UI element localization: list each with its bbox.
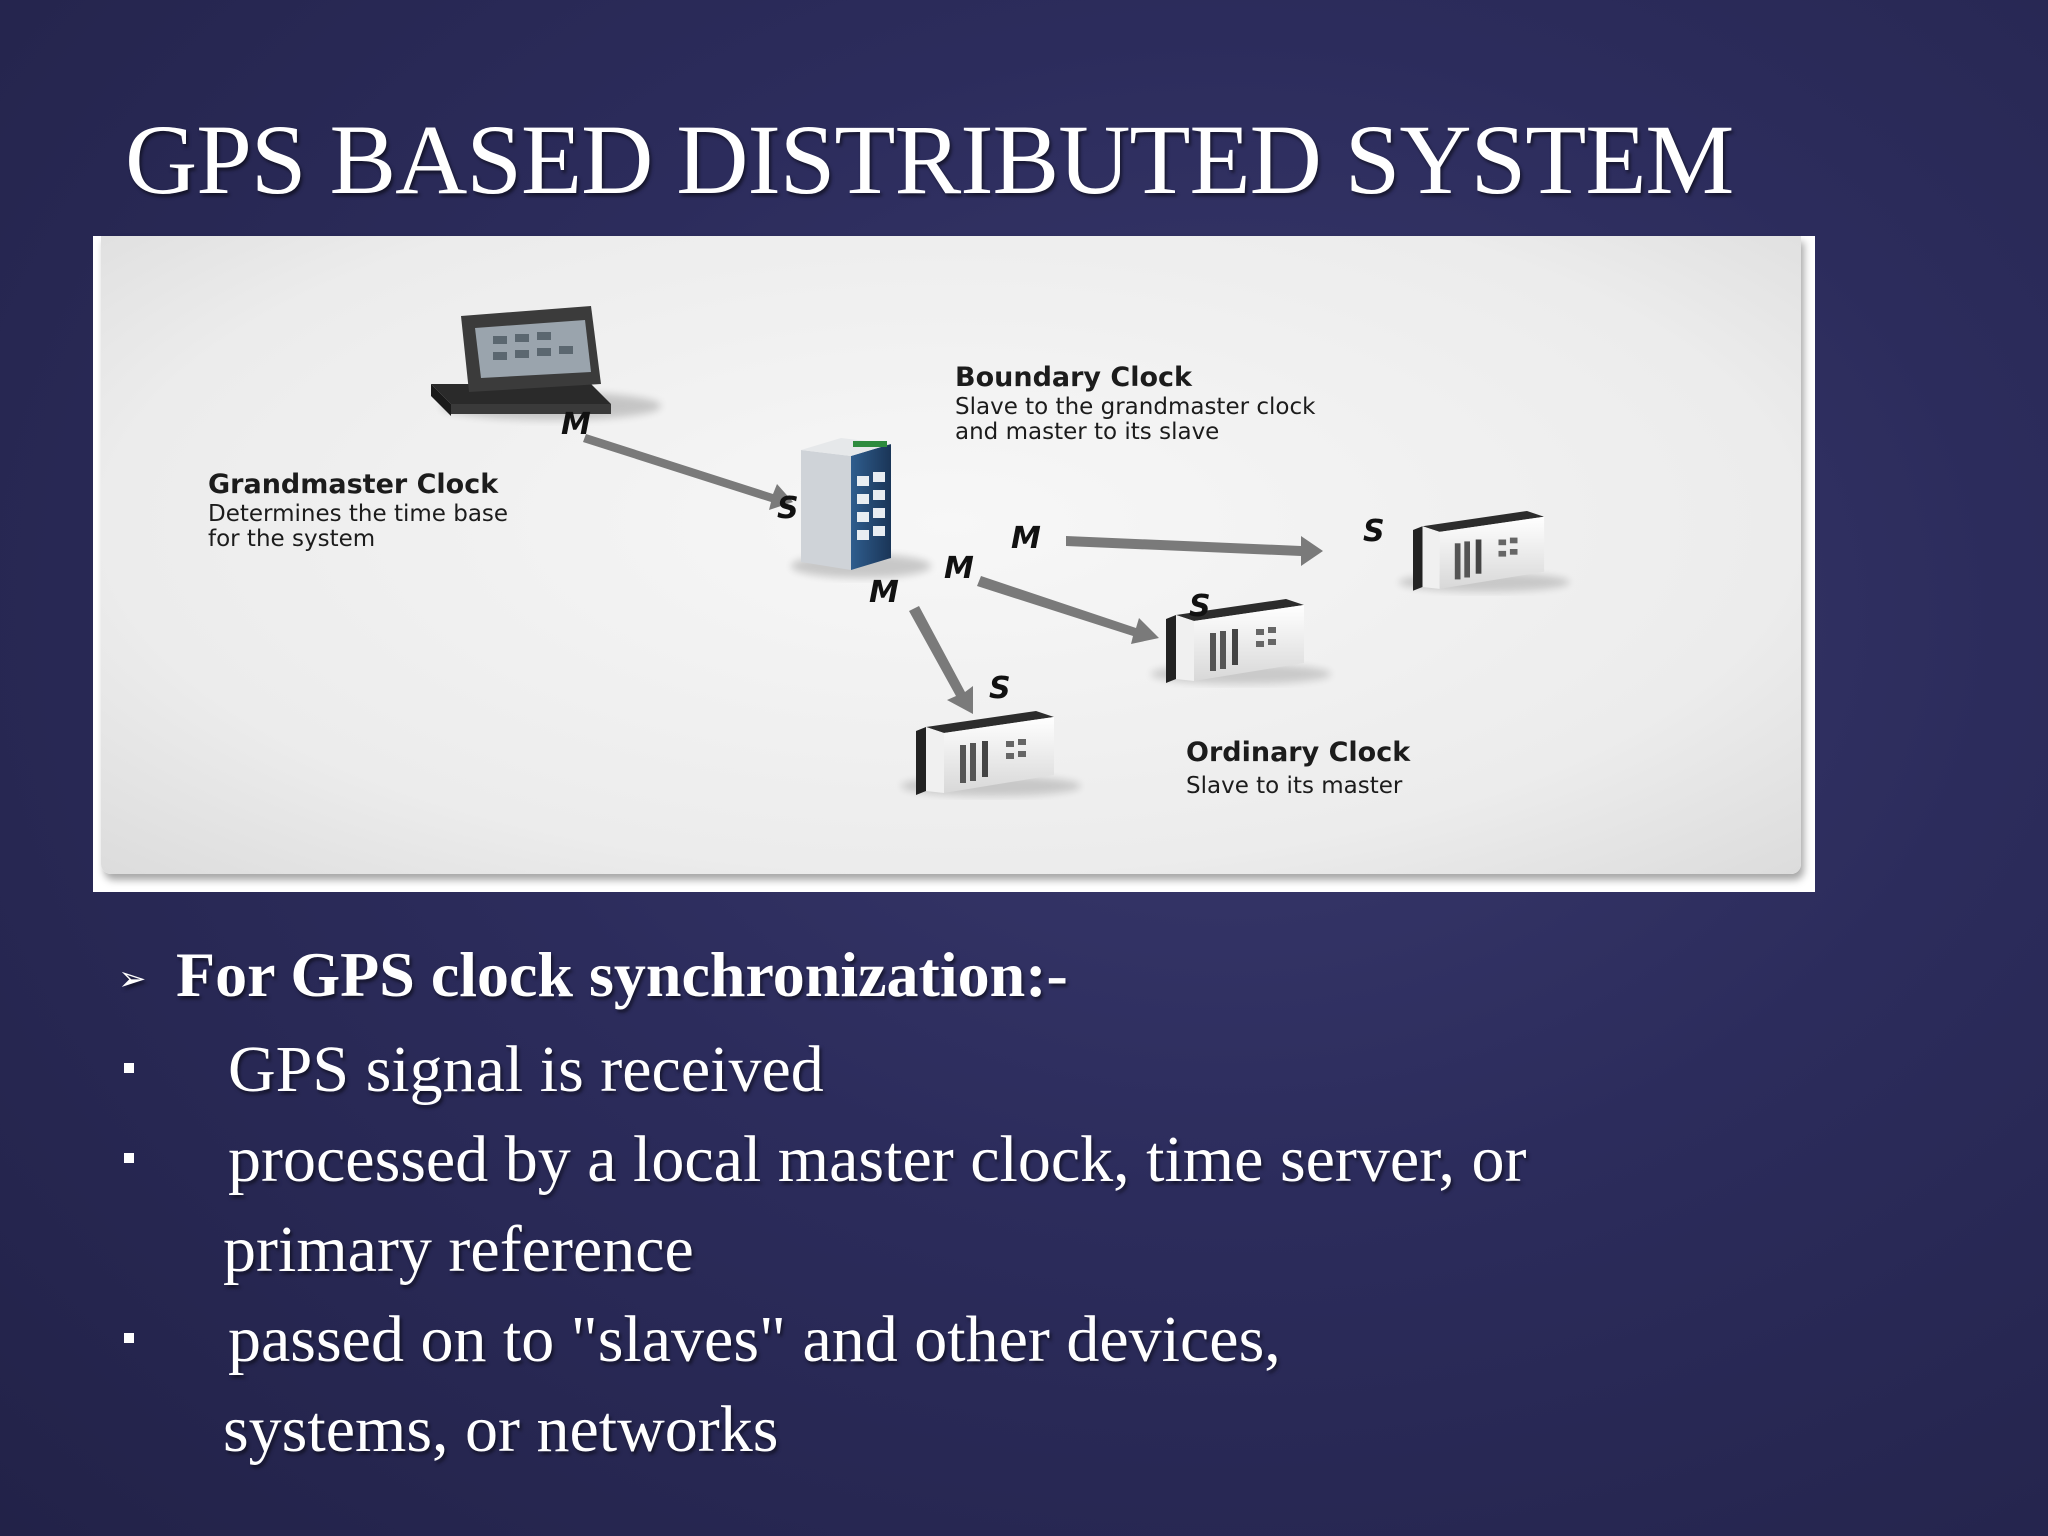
arrow-icon bbox=[909, 606, 973, 714]
arrow-icon bbox=[583, 434, 793, 510]
ordinary-clock-device-icon bbox=[1398, 511, 1570, 592]
arrow-icon bbox=[977, 576, 1159, 644]
diagram-svg: M S M M M S S S Grandmaster Clock Determ… bbox=[208, 306, 1570, 799]
slave-port-label: S bbox=[989, 671, 1011, 706]
arrow-bullet-icon: ➢ bbox=[118, 959, 147, 999]
boundary-switch-icon bbox=[791, 438, 931, 578]
ordinary-desc: Slave to its master bbox=[1186, 773, 1403, 799]
slide-title: GPS BASED DISTRIBUTED SYSTEM bbox=[125, 104, 1734, 215]
ordinary-clock-device-icon bbox=[1151, 599, 1331, 684]
boundary-label: Boundary Clock bbox=[955, 362, 1193, 393]
slave-port-label: S bbox=[1363, 514, 1385, 549]
grandmaster-desc: Determines the time base bbox=[208, 501, 508, 527]
list-item: processed by a local master clock, time … bbox=[118, 1115, 1918, 1295]
slave-port-label: S bbox=[1189, 589, 1211, 624]
bullet-heading-text: For GPS clock synchronization:- bbox=[176, 939, 1068, 1010]
list-item: GPS signal is received bbox=[118, 1025, 1918, 1115]
bullet-list: ➢ For GPS clock synchronization:- GPS si… bbox=[118, 935, 1918, 1475]
square-bullet-icon bbox=[124, 1333, 134, 1343]
grandmaster-desc: for the system bbox=[208, 526, 375, 552]
grandmaster-label: Grandmaster Clock bbox=[208, 469, 499, 500]
boundary-desc: and master to its slave bbox=[955, 419, 1219, 445]
arrow-icon bbox=[1066, 536, 1323, 566]
master-port-label: M bbox=[944, 551, 974, 586]
slave-port-label: S bbox=[777, 491, 799, 526]
list-item-text-continued: primary reference bbox=[223, 1213, 694, 1286]
ordinary-label: Ordinary Clock bbox=[1186, 737, 1411, 768]
list-item-text: GPS signal is received bbox=[228, 1033, 824, 1106]
ptp-diagram-image: M S M M M S S S Grandmaster Clock Determ… bbox=[93, 236, 1815, 892]
square-bullet-icon bbox=[124, 1063, 134, 1073]
master-port-label: M bbox=[1011, 521, 1041, 556]
grandmaster-device-icon bbox=[431, 306, 661, 420]
list-item-text: processed by a local master clock, time … bbox=[228, 1123, 1527, 1196]
diagram-canvas: M S M M M S S S Grandmaster Clock Determ… bbox=[101, 236, 1801, 874]
square-bullet-icon bbox=[124, 1153, 134, 1163]
ordinary-clock-device-icon bbox=[901, 711, 1081, 796]
master-port-label: M bbox=[869, 575, 899, 610]
list-item-text: passed on to "slaves" and other devices, bbox=[228, 1303, 1281, 1376]
bullet-heading: ➢ For GPS clock synchronization:- bbox=[118, 935, 1918, 1025]
master-port-label: M bbox=[561, 407, 591, 442]
list-item: passed on to "slaves" and other devices,… bbox=[118, 1295, 1918, 1475]
boundary-desc: Slave to the grandmaster clock bbox=[955, 394, 1316, 420]
list-item-text-continued: systems, or networks bbox=[223, 1393, 779, 1466]
